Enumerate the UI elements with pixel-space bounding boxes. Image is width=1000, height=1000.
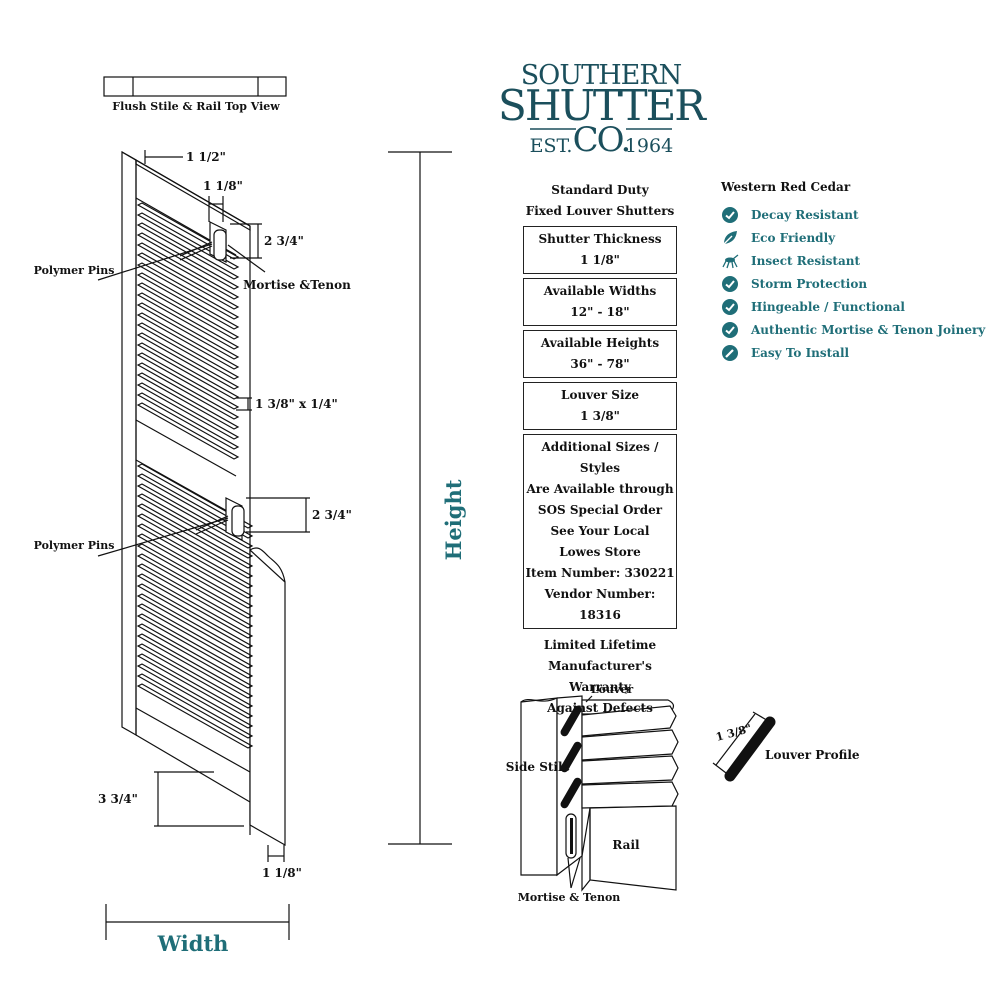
tenon-bottom	[195, 497, 245, 541]
check-badge-icon	[722, 275, 738, 292]
brand-logo: SOUTHERN SHUTTER EST. CO. 1964	[498, 60, 709, 160]
svg-text:Polymer Pins: Polymer Pins	[34, 264, 115, 277]
shutter-body	[121, 150, 286, 847]
profile-label: Louver Profile	[765, 748, 860, 762]
svg-text:Polymer Pins: Polymer Pins	[34, 539, 115, 552]
callout-polymer-pins-top: Polymer Pins	[34, 243, 213, 281]
detail-mortise-label: Mortise & Tenon	[518, 891, 621, 904]
feature-insect-resistant: Insect Resistant	[721, 249, 991, 272]
check-badge-icon	[722, 206, 738, 223]
insect-icon	[722, 253, 739, 268]
joinery-detail: Louver Side Stile Rail Mortise & Tenon	[506, 683, 679, 904]
tenon-top	[179, 221, 227, 263]
callout-mortise-tenon-top: Mortise &Tenon	[227, 244, 351, 292]
svg-text:1 1/8": 1 1/8"	[262, 866, 302, 880]
profile-dim: 1 3/8"	[714, 722, 753, 744]
spec-header: Standard Duty Fixed Louver Shutters	[525, 183, 675, 218]
louver-profile: 1 3/8" Louver Profile	[712, 711, 860, 782]
dimension-bottom-rail: 3 3/4"	[98, 771, 244, 827]
svg-text:1964: 1964	[625, 135, 673, 157]
spec-box-widths: Available Widths 12" - 18"	[523, 278, 677, 326]
top-view-caption: Flush Stile & Rail Top View	[112, 100, 280, 113]
svg-text:2 3/4": 2 3/4"	[264, 234, 304, 248]
callout-polymer-pins-bottom: Polymer Pins	[34, 517, 229, 557]
svg-text:EST.: EST.	[530, 135, 573, 157]
detail-rail-label: Rail	[612, 838, 640, 852]
svg-text:3 3/4": 3 3/4"	[98, 792, 138, 806]
feature-easy-install: Easy To Install	[721, 341, 991, 364]
spec-box-additional: Additional Sizes / Styles Are Available …	[523, 434, 677, 629]
check-badge-icon	[722, 321, 738, 338]
svg-text:Mortise &Tenon: Mortise &Tenon	[243, 278, 351, 292]
feature-mortise-joinery: Authentic Mortise & Tenon Joinery	[721, 318, 991, 341]
features-title: Western Red Cedar	[721, 180, 851, 194]
width-dimension: Width	[105, 904, 290, 956]
svg-text:1 1/8": 1 1/8"	[203, 179, 243, 193]
feature-storm-protection: Storm Protection	[721, 272, 991, 295]
height-dimension: Height	[388, 151, 466, 845]
features-column: Western Red Cedar Decay Resistant Eco Fr…	[721, 180, 991, 364]
svg-text:SHUTTER: SHUTTER	[498, 81, 707, 130]
dimension-top-stile: 1 1/2"	[144, 150, 226, 164]
width-label: Width	[157, 931, 229, 956]
svg-text:2 3/4": 2 3/4"	[312, 508, 352, 522]
spec-box-heights: Available Heights 36" - 78"	[523, 330, 677, 378]
check-badge-icon	[722, 298, 738, 315]
leaf-icon	[723, 230, 737, 244]
warranty-note: Limited Lifetime Manufacturer's Warranty…	[543, 638, 657, 715]
louvers-upper	[136, 202, 240, 460]
feature-decay-resistant: Decay Resistant	[721, 203, 991, 226]
svg-text:SOUTHERN: SOUTHERN	[521, 60, 682, 91]
svg-text:1 3/8" x 1/4": 1 3/8" x 1/4"	[255, 397, 338, 411]
spec-box-louver: Louver Size 1 3/8"	[523, 382, 677, 430]
detail-side-label: Side Stile	[506, 760, 571, 774]
detail-louver-label: Louver	[591, 683, 633, 696]
louvers-lower	[136, 463, 254, 749]
feature-eco-friendly: Eco Friendly	[721, 226, 991, 249]
dimension-tenon-top: 2 3/4"	[230, 223, 304, 259]
spec-box-thickness: Shutter Thickness 1 1/8"	[523, 226, 677, 274]
top-view: Flush Stile & Rail Top View	[103, 76, 287, 113]
dimension-louver: 1 3/8" x 1/4"	[236, 397, 338, 411]
svg-text:1 1/2": 1 1/2"	[186, 150, 226, 164]
feature-hingeable: Hingeable / Functional	[721, 295, 991, 318]
spec-column: Standard Duty Fixed Louver Shutters Shut…	[518, 180, 682, 719]
dimension-tenon-bottom: 2 3/4"	[246, 497, 352, 533]
dimension-bottom-thickness: 1 1/8"	[262, 845, 302, 880]
dimension-mortise-width: 1 1/8"	[203, 179, 243, 222]
pencil-badge-icon	[722, 344, 738, 361]
svg-text:CO.: CO.	[573, 120, 630, 160]
height-label: Height	[441, 479, 466, 560]
